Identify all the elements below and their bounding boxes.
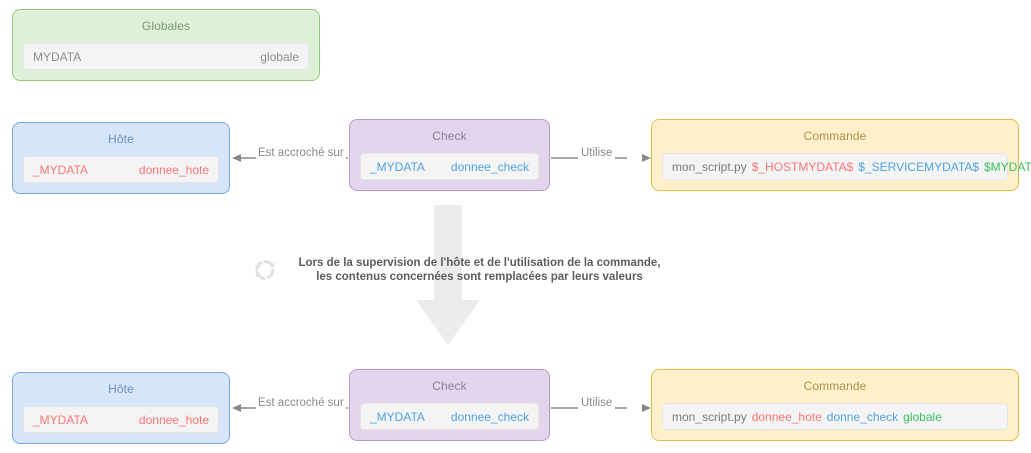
top-command-row[interactable]: mon_script.py $_HOSTMYDATA$ $_SERVICEMYD…	[662, 153, 1031, 180]
down-arrow-icon	[416, 205, 480, 345]
globales-card-title: Globales	[141, 19, 191, 33]
top-host-variable-key: _MYDATA	[33, 162, 88, 177]
center-note-line2: les contenus concernées sont remplacées …	[316, 271, 643, 283]
bottom-command-token-host: donnee_hote	[751, 409, 822, 424]
bottom-command-card: Commande mon_script.py donnee_hote donne…	[651, 369, 1019, 441]
bottom-connector-host-check: Est accroché sur	[232, 397, 348, 418]
globales-variable-row[interactable]: MYDATA globale	[23, 43, 309, 70]
bottom-connector-check-command-label: Utilise	[578, 397, 616, 409]
top-command-card-title: Commande	[803, 129, 867, 143]
top-check-variable-row[interactable]: _MYDATA donnee_check	[360, 153, 539, 180]
top-check-card: Check _MYDATA donnee_check	[349, 119, 550, 191]
center-note: Lors de la supervision de l'hôte et de l…	[253, 256, 673, 284]
top-command-token-global: $MYDATA$	[984, 159, 1031, 174]
bottom-check-variable-row[interactable]: _MYDATA donnee_check	[360, 403, 539, 430]
globales-variable-key: MYDATA	[33, 49, 82, 64]
bottom-check-variable-key: _MYDATA	[370, 409, 425, 424]
bottom-host-card-title: Hôte	[108, 382, 134, 396]
top-command-card: Commande mon_script.py $_HOSTMYDATA$ $_S…	[651, 119, 1031, 191]
top-connector-host-check-label: Est accroché sur	[256, 147, 346, 159]
bottom-check-card-title: Check	[432, 379, 467, 393]
globales-variable-value: globale	[260, 49, 299, 64]
bottom-host-card: Hôte _MYDATA donnee_hote	[12, 372, 230, 444]
bottom-command-token-service: donne_check	[826, 409, 899, 424]
bottom-command-row[interactable]: mon_script.py donnee_hote donne_check gl…	[662, 403, 1008, 430]
top-check-variable-key: _MYDATA	[370, 159, 425, 174]
top-host-variable-row[interactable]: _MYDATA donnee_hote	[23, 156, 219, 183]
bottom-host-variable-row[interactable]: _MYDATA donnee_hote	[23, 406, 219, 433]
bottom-check-card: Check _MYDATA donnee_check	[349, 369, 550, 441]
top-command-token-service: $_SERVICEMYDATA$	[858, 159, 979, 174]
top-host-card-title: Hôte	[108, 132, 134, 146]
bottom-connector-check-command: Utilise	[551, 397, 651, 418]
top-host-card: Hôte _MYDATA donnee_hote	[12, 122, 230, 194]
top-command-script: mon_script.py	[672, 159, 747, 174]
sync-icon	[255, 260, 275, 280]
top-host-variable-value: donnee_hote	[138, 162, 209, 177]
bottom-host-variable-key: _MYDATA	[33, 412, 88, 427]
bottom-command-script: mon_script.py	[672, 409, 747, 424]
top-connector-check-command-label: Utilise	[578, 147, 616, 159]
globales-card: Globales MYDATA globale	[12, 9, 320, 81]
bottom-command-card-title: Commande	[803, 379, 867, 393]
top-check-variable-value: donnee_check	[450, 159, 529, 174]
bottom-host-variable-value: donnee_hote	[138, 412, 209, 427]
top-connector-check-command: Utilise	[551, 147, 651, 168]
top-check-card-title: Check	[432, 129, 467, 143]
bottom-command-token-global: globale	[903, 409, 942, 424]
center-note-line1: Lors de la supervision de l'hôte et de l…	[298, 257, 661, 269]
top-command-token-host: $_HOSTMYDATA$	[751, 159, 854, 174]
bottom-check-variable-value: donnee_check	[450, 409, 529, 424]
bottom-connector-host-check-label: Est accroché sur	[256, 397, 346, 409]
center-note-text: Lors de la supervision de l'hôte et de l…	[286, 256, 673, 284]
top-connector-host-check: Est accroché sur	[232, 147, 348, 168]
